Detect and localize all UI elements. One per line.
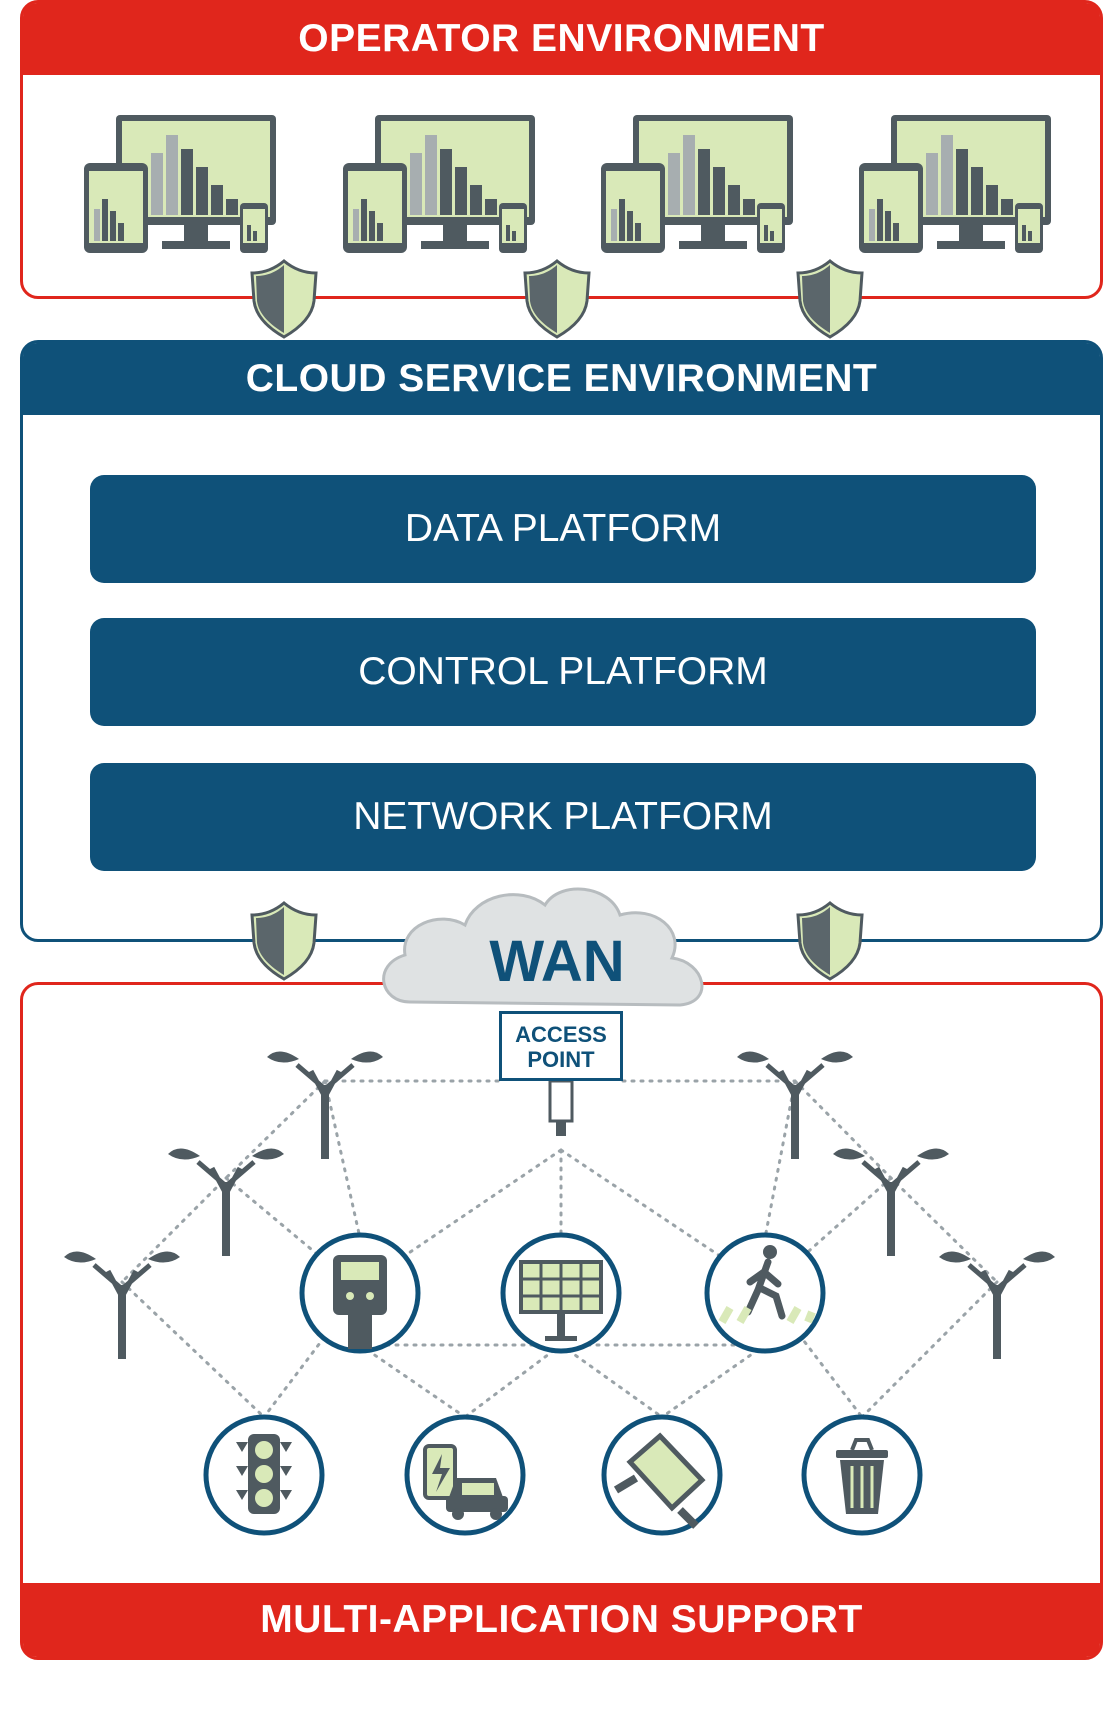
device-group-4 (859, 115, 1051, 253)
network-platform-block: NETWORK PLATFORM (90, 763, 1036, 871)
access-point-line-1: ACCESS (515, 1022, 607, 1047)
operator-environment-panel: OPERATOR ENVIRONMENT (20, 0, 1103, 299)
multi-application-panel: MULTI-APPLICATION SUPPORT (20, 982, 1103, 1660)
multi-application-support-title: MULTI-APPLICATION SUPPORT (23, 1583, 1100, 1657)
access-point-label: ACCESS POINT (499, 1011, 623, 1081)
operator-environment-title: OPERATOR ENVIRONMENT (23, 3, 1100, 75)
control-platform-block: CONTROL PLATFORM (90, 618, 1036, 726)
access-point-line-2: POINT (527, 1047, 595, 1072)
device-group-1 (84, 115, 276, 253)
wan-label: WAN (489, 929, 625, 994)
operator-devices (84, 115, 1051, 253)
cloud-service-environment-panel: CLOUD SERVICE ENVIRONMENT DATA PLATFORM … (20, 340, 1103, 942)
data-platform-block: DATA PLATFORM (90, 475, 1036, 583)
cloud-service-environment-title: CLOUD SERVICE ENVIRONMENT (23, 343, 1100, 415)
device-group-2 (343, 115, 535, 253)
device-group-3 (601, 115, 793, 253)
